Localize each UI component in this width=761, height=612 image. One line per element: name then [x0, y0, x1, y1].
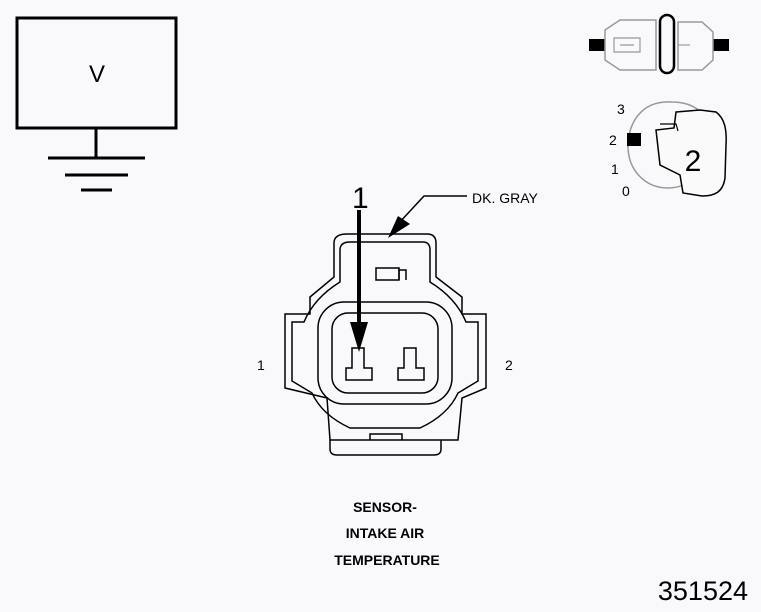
key-selected-position: 2 [685, 145, 702, 178]
key-position-2: 2 [609, 132, 617, 148]
caption-line-2: INTAKE AIR [346, 525, 425, 541]
figure-id: 351524 [658, 576, 748, 606]
voltmeter-symbol [15, 16, 178, 192]
ignition-key-icon [627, 101, 727, 197]
key-position-0: 0 [622, 183, 630, 199]
connector-face [284, 233, 487, 456]
probe-pin-number: 1 [352, 182, 369, 215]
probe-arrow [350, 210, 368, 352]
pin-label-1: 1 [257, 357, 265, 373]
wire-color-leader [388, 195, 467, 238]
wire-color-label: DK. GRAY [472, 190, 539, 206]
voltmeter-label: V [89, 61, 105, 88]
key-position-3: 3 [617, 101, 625, 117]
caption-line-1: SENSOR- [353, 499, 417, 515]
pin-label-2: 2 [505, 357, 513, 373]
connector-plug-icon [589, 13, 729, 75]
key-position-1: 1 [611, 161, 619, 177]
caption-line-3: TEMPERATURE [334, 552, 440, 568]
